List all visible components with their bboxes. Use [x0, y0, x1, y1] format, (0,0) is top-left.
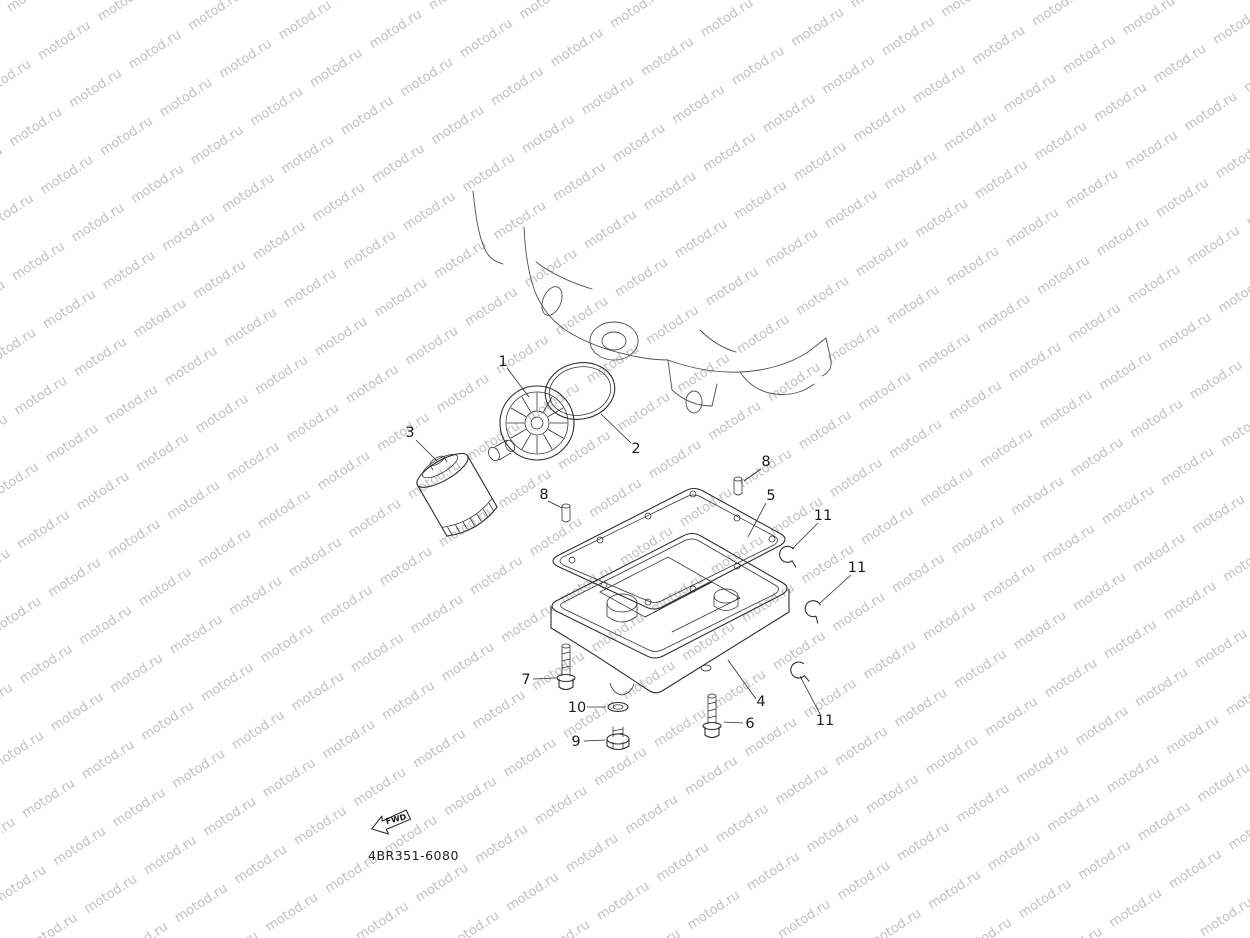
callout-1: 1 — [498, 354, 507, 370]
fwd-arrow: FWD — [371, 809, 412, 835]
part-drain-plug — [606, 726, 630, 751]
callout-3: 3 — [405, 425, 414, 441]
callout-5: 5 — [766, 488, 775, 504]
gasket-bolt-holes — [568, 490, 776, 606]
drawing-number: 4BR351-6080 — [368, 848, 459, 863]
plate-spokes — [506, 392, 568, 454]
callout-6: 6 — [745, 716, 754, 732]
part-bolt-left — [556, 643, 576, 691]
part-clamp-middle — [804, 600, 821, 624]
part-bolt-right — [702, 693, 722, 739]
part-oil-filter — [416, 452, 498, 537]
callout-11-top: 11 — [814, 508, 832, 524]
pan-baffles — [599, 556, 741, 672]
part-o-ring — [544, 362, 616, 420]
part-clamp-bottom — [790, 661, 810, 682]
part-dowel-pin-right — [733, 476, 743, 496]
callout-4: 4 — [756, 694, 765, 710]
part-gasket — [552, 487, 786, 610]
callout-2: 2 — [631, 441, 640, 457]
part-filter-stub — [488, 439, 515, 461]
part-oil-pan — [550, 532, 790, 696]
callout-11-bottom: 11 — [816, 713, 834, 729]
callout-8-left: 8 — [539, 487, 548, 503]
callout-8-right: 8 — [761, 454, 770, 470]
part-clamp-top — [779, 545, 797, 568]
fwd-label: FWD — [385, 812, 408, 826]
callout-labels: 1 2 3 4 5 6 7 8 8 9 10 11 11 11 — [405, 354, 866, 750]
callout-7: 7 — [521, 672, 530, 688]
part-dowel-pin-left — [561, 503, 571, 523]
leader-lines — [415, 367, 852, 742]
callout-9: 9 — [571, 734, 580, 750]
part-filter-mount-plate — [499, 385, 575, 461]
part-drain-washer — [607, 701, 629, 713]
filter-flutes — [447, 503, 494, 535]
callout-10: 10 — [568, 700, 586, 716]
callout-11-middle: 11 — [848, 560, 866, 576]
crankcase-outline — [472, 190, 832, 414]
